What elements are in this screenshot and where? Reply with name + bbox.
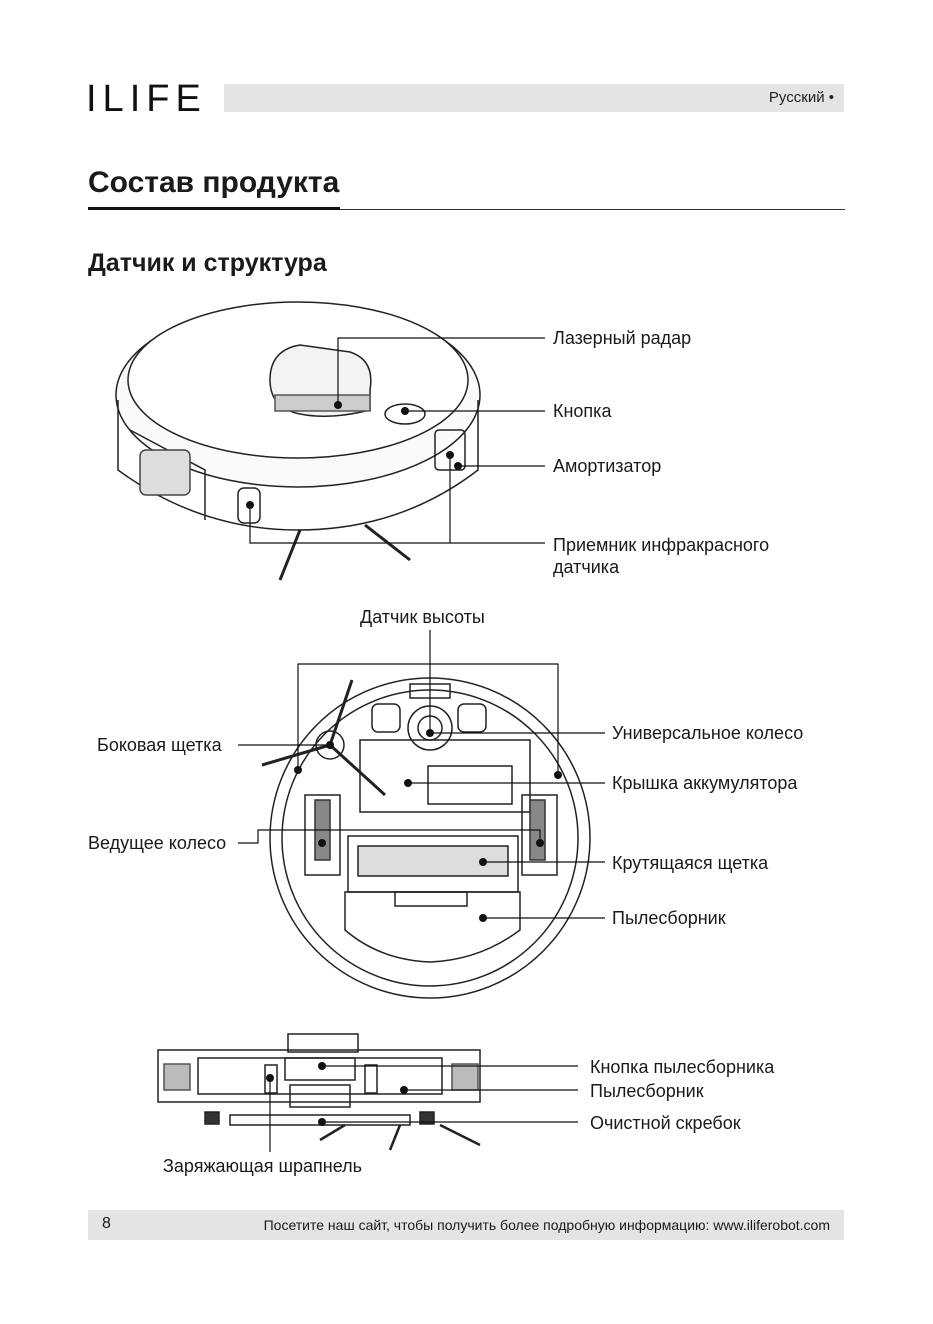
footer-website-text: Посетите наш сайт, чтобы получить более … xyxy=(264,1217,830,1233)
label-dustbin-side: Пылесборник xyxy=(590,1080,704,1102)
footer-bar: 8 Посетите наш сайт, чтобы получить боле… xyxy=(88,1210,844,1240)
label-ir-receiver-1: Приемник инфракрасного xyxy=(553,534,769,556)
label-rolling-brush: Крутящаяся щетка xyxy=(612,852,768,874)
label-side-brush: Боковая щетка xyxy=(97,734,222,756)
robot-bottom-view xyxy=(262,678,590,998)
label-button: Кнопка xyxy=(553,400,611,422)
label-dustbin-bottom: Пылесборник xyxy=(612,907,726,929)
label-height-sensor: Датчик высоты xyxy=(360,606,485,628)
robot-side-view xyxy=(158,1034,480,1150)
page-number: 8 xyxy=(102,1215,111,1233)
label-bumper: Амортизатор xyxy=(553,455,661,477)
label-dustbin-button: Кнопка пылесборника xyxy=(590,1056,774,1078)
label-laser-radar: Лазерный радар xyxy=(553,327,691,349)
label-charging-contacts: Заряжающая шрапнель xyxy=(163,1155,362,1177)
label-scraper: Очистной скребок xyxy=(590,1112,741,1134)
label-battery-cover: Крышка аккумулятора xyxy=(612,772,797,794)
label-drive-wheel: Ведущее колесо xyxy=(88,832,226,854)
label-ir-receiver-2: датчика xyxy=(553,556,619,578)
label-universal-wheel: Универсальное колесо xyxy=(612,722,803,744)
robot-top-view xyxy=(116,302,480,580)
